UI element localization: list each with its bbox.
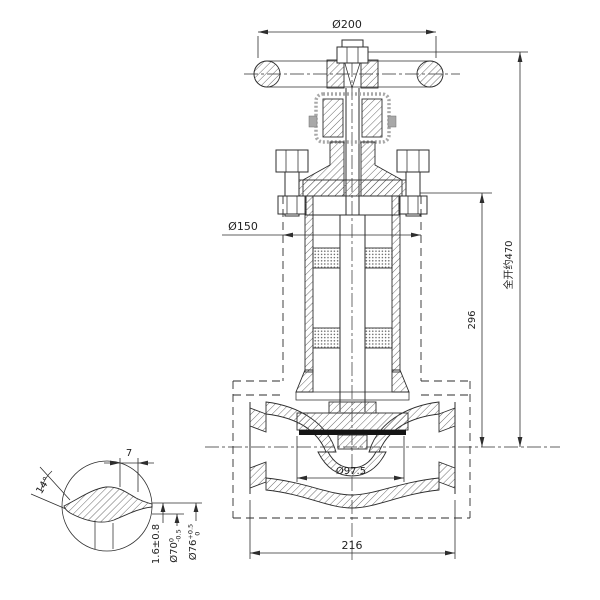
handwheel-left-grip: [253, 60, 281, 88]
bonnet-assembly: [275, 141, 430, 217]
body-wall-upper-left: [265, 401, 337, 453]
packing-left: [322, 98, 344, 138]
column-foot-right: [391, 369, 410, 393]
valve-body: [232, 380, 471, 519]
dim-face-to-face-label: 216: [342, 539, 363, 552]
body-bowl: [265, 477, 440, 509]
detail-dimension-land-width: 7: [104, 448, 154, 492]
disc-boss: [337, 434, 368, 450]
detail-spigot-tol-upper: +0.5: [187, 524, 195, 540]
union-flange: [295, 391, 410, 401]
detail-spigot-tol-lower: 0: [194, 532, 202, 536]
seal-profile: [63, 486, 153, 523]
guide-band-upper-right: [364, 247, 393, 269]
gland-lug-left: [308, 115, 318, 128]
detail-dimension-bores: 1.6±0.8 Ø700-0.5 Ø76+0.50: [151, 502, 202, 564]
guide-band-upper-left: [312, 247, 341, 269]
detail-dimension-angle: 14°: [30, 466, 71, 510]
dimension-bonnet-flange: Ø150: [222, 220, 421, 238]
detail-bore-tol-upper: 0: [168, 538, 176, 542]
column-foot-left: [295, 369, 314, 393]
dim-handwheel-label: Ø200: [332, 18, 362, 31]
guide-band-lower-right: [364, 327, 393, 349]
packing-right: [361, 98, 383, 138]
disc-gland-nut: [328, 401, 377, 414]
detail-view: 7 14° 1.6±0.8 Ø700-0.5 Ø76+0.50: [30, 448, 202, 564]
dimension-full-open-height: 全开约470: [368, 51, 528, 447]
stem-nut: [336, 46, 369, 64]
handwheel-hub-right: [360, 59, 379, 89]
disc-assembly: [296, 398, 409, 450]
dim-full-open-label: 全开约470: [502, 240, 515, 289]
body-wall-upper-right: [368, 401, 440, 453]
column-wall-right: [391, 214, 401, 373]
disc-seal: [299, 430, 406, 435]
detail-land-width-label: 7: [126, 448, 132, 459]
bolt-left: [275, 149, 309, 217]
seat-ring: [317, 451, 387, 477]
bellows-column: [282, 196, 422, 401]
detail-bore-value: Ø70: [168, 542, 180, 563]
dimension-handwheel-diameter: Ø200: [257, 18, 437, 58]
packing-gland: [308, 88, 397, 215]
dim-flange-label: Ø150: [228, 220, 258, 233]
handwheel-hub-left: [326, 59, 345, 89]
guide-band-lower-left: [312, 327, 341, 349]
column-wall-left: [304, 214, 314, 373]
detail-land-height-label: 1.6±0.8: [151, 524, 162, 564]
handwheel: [253, 39, 444, 90]
dim-height-label: 296: [467, 310, 478, 329]
handwheel-right-grip: [416, 60, 444, 88]
detail-spigot-label: Ø76+0.50: [187, 524, 202, 560]
dimension-disc-diameter: Ø97.5: [296, 436, 405, 482]
dim-disc-label: Ø97.5: [336, 465, 366, 477]
gland-lug-right: [387, 115, 397, 128]
disc-plate: [296, 412, 409, 431]
bonnet-flange: [287, 179, 418, 197]
detail-bore-tol-lower: -0.5: [175, 529, 183, 542]
detail-bore-label: Ø700-0.5: [168, 529, 183, 562]
dimension-center-to-flange: 296: [420, 192, 492, 447]
dimension-face-to-face: 216: [249, 500, 456, 559]
detail-spigot-value: Ø76: [187, 540, 199, 561]
